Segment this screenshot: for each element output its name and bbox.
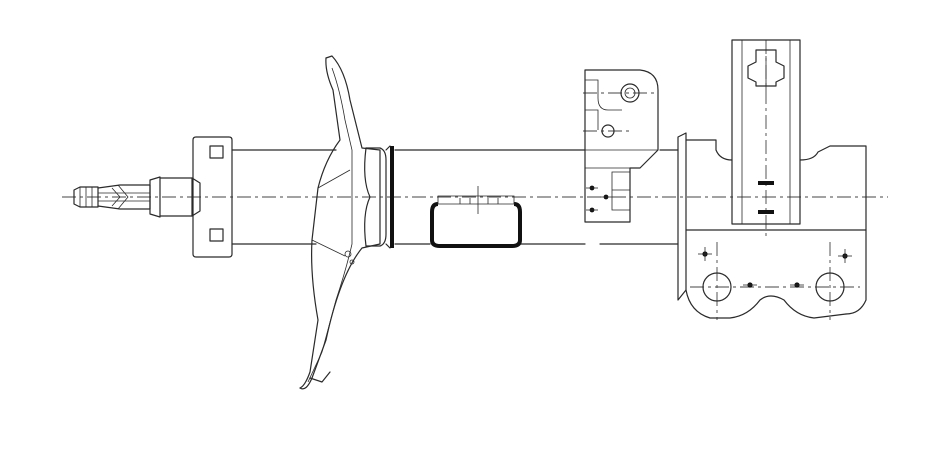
piston-rod-stud [73,176,161,218]
spring-seat-collar [364,145,394,249]
center-axes [62,40,888,320]
mount-hole-left [702,272,732,302]
stabilizer-clip [430,186,522,248]
spring-seat-plate [299,55,381,390]
outer-tube [231,149,679,245]
mount-hole-right [815,272,845,302]
bracket-hole-upper [620,83,640,103]
hose-bracket [584,69,659,223]
bracket-hole-lower [601,124,615,138]
knuckle-bracket [677,132,867,319]
top-cap [159,136,233,258]
vertical-bracket [731,39,801,225]
